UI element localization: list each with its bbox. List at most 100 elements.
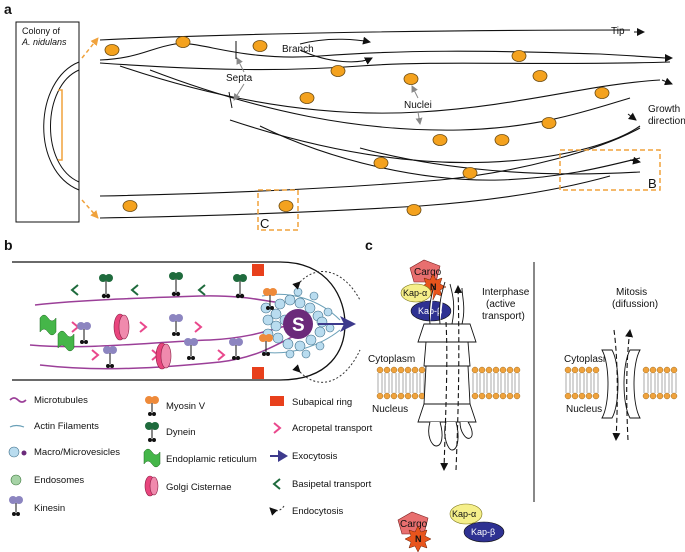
zoom-arrow-bottom — [81, 199, 99, 219]
interphase-label-1: Interphase — [482, 287, 530, 298]
zoom-box-b — [559, 149, 661, 191]
growth-label-2: direction — [648, 116, 685, 127]
vesicle-cluster — [260, 287, 335, 359]
colony-edge-outer — [43, 61, 80, 191]
membrane-right-heads — [564, 366, 678, 400]
panel-a-letter: a — [4, 1, 12, 17]
kap-alpha-bottom-label: Kap-α — [452, 509, 476, 519]
legend-endosomes: Endosomes — [34, 475, 84, 486]
zoom-box-c — [257, 189, 299, 231]
endoplasmic-reticulum — [39, 314, 75, 352]
interphase-label-3: transport) — [482, 311, 525, 322]
tip-label: Tip — [611, 26, 625, 37]
nuclei — [104, 36, 610, 216]
membrane-right — [564, 366, 678, 400]
kap-alpha-bottom-shape — [449, 503, 483, 525]
legend-basipetal-swatch — [272, 478, 281, 490]
legend-microvesicle-swatch — [21, 450, 27, 456]
legend-endocytosis: Endocytosis — [292, 506, 343, 517]
legend-kinesin-swatch — [9, 496, 23, 516]
cargo-bottom-label: Cargo — [400, 519, 428, 530]
nls-top-label: N — [430, 282, 437, 292]
open-pore — [601, 349, 641, 419]
nuclei-pointer-2 — [415, 111, 423, 125]
kap-beta-bottom-label: Kap-β — [471, 527, 495, 537]
legend-dynein-swatch — [145, 422, 159, 442]
legend-microtubules: Microtubules — [34, 395, 88, 406]
legend-macrovesicle-swatch — [8, 446, 20, 458]
basipetal-chevrons — [70, 284, 206, 296]
branch-label: Branch — [282, 44, 314, 55]
panel-a: a Colony of A. nidulans Branch Tip — [4, 1, 685, 231]
colony-edge-inner — [50, 69, 80, 183]
branch-arrow-1 — [299, 36, 371, 45]
legend-er: Endoplamic reticulum — [166, 454, 257, 465]
kap-alpha-top-label: Kap-α — [403, 288, 427, 298]
colony-label-2: A. nidulans — [21, 37, 67, 47]
legend-microtubule-swatch — [9, 397, 27, 403]
subapical-ring-bottom — [252, 367, 264, 379]
membrane-right-tails — [565, 373, 677, 393]
growth-arrow-3 — [627, 112, 637, 121]
kap-beta-bottom-shape — [463, 521, 505, 543]
spitzenkorper — [283, 309, 313, 339]
endocytosis-arrow-top — [292, 271, 361, 301]
nls-bottom-label: N — [415, 534, 422, 544]
legend-subapical: Subapical ring — [292, 397, 352, 408]
colony-label-1: Colony of — [22, 26, 61, 36]
legend-exocytosis: Exocytosis — [292, 451, 338, 462]
nuclear-pore-complex — [417, 281, 477, 451]
zoom-arrow-top — [81, 37, 99, 59]
panel-b-legend: Microtubules Actin Filaments Macro/Micro… — [8, 395, 373, 517]
legend-basipetal: Basipetal transport — [292, 479, 372, 490]
myosin-motors — [259, 288, 277, 356]
panel-b: b S — [4, 237, 373, 517]
cargo-top-label: Cargo — [414, 267, 442, 278]
legend-acropetal: Acropetal transport — [292, 423, 373, 434]
growth-arrow-2 — [661, 77, 673, 86]
legend-actin-swatch — [9, 424, 25, 428]
legend-exocytosis-swatch — [278, 450, 288, 462]
mitosis-label-2: (difussion) — [612, 299, 658, 310]
septa-pointer-2 — [233, 83, 245, 101]
panel-c-letter: c — [365, 237, 373, 253]
legend-endocytosis-swatch — [269, 505, 285, 516]
legend-endosome-swatch — [10, 474, 22, 486]
legend-er-swatch — [143, 448, 161, 468]
legend-myosin: Myosin V — [166, 401, 206, 412]
exocytosis-arrowhead — [340, 316, 356, 332]
cargo-bottom-shape — [397, 511, 429, 535]
nls-bottom-shape — [404, 525, 432, 552]
dynein-motors — [99, 272, 247, 299]
legend-myosin-swatch — [145, 396, 159, 416]
nuclei-pointer-1 — [411, 85, 419, 99]
colony-box — [15, 21, 80, 223]
legend-vesicles: Macro/Microvesicles — [34, 447, 120, 458]
legend-subapical-swatch — [270, 396, 284, 406]
nucleus-right-label: Nucleus — [566, 404, 602, 415]
panel-b-letter: b — [4, 237, 13, 253]
diffusion-arrow-down — [612, 329, 621, 441]
colony-zoom-bracket — [58, 89, 63, 161]
cytoplasm-left-label: Cytoplasm — [368, 354, 415, 365]
zoom-box-c-label: C — [260, 216, 269, 231]
diffusion-arrow-up — [625, 329, 634, 441]
kinesin-motors — [77, 314, 243, 368]
hyphae — [99, 29, 671, 219]
membrane-left-heads — [376, 366, 521, 400]
spitzenkorper-label: S — [292, 315, 305, 336]
septa-pointer-1 — [236, 57, 245, 73]
membrane-left-tails — [377, 373, 520, 393]
subapical-ring-top — [252, 264, 264, 276]
growth-label-1: Growth — [648, 104, 680, 115]
kap-alpha-top-shape — [400, 283, 432, 303]
legend-kinesin: Kinesin — [34, 503, 65, 514]
export-arrow — [454, 285, 463, 471]
nucleus-left-label: Nucleus — [372, 404, 408, 415]
septum-2 — [228, 91, 233, 109]
cytoplasm-right-label: Cytoplasm — [564, 354, 611, 365]
interphase-label-2: (active — [486, 299, 516, 310]
septa-label: Septa — [226, 73, 253, 84]
golgi-cisternae — [113, 313, 172, 370]
